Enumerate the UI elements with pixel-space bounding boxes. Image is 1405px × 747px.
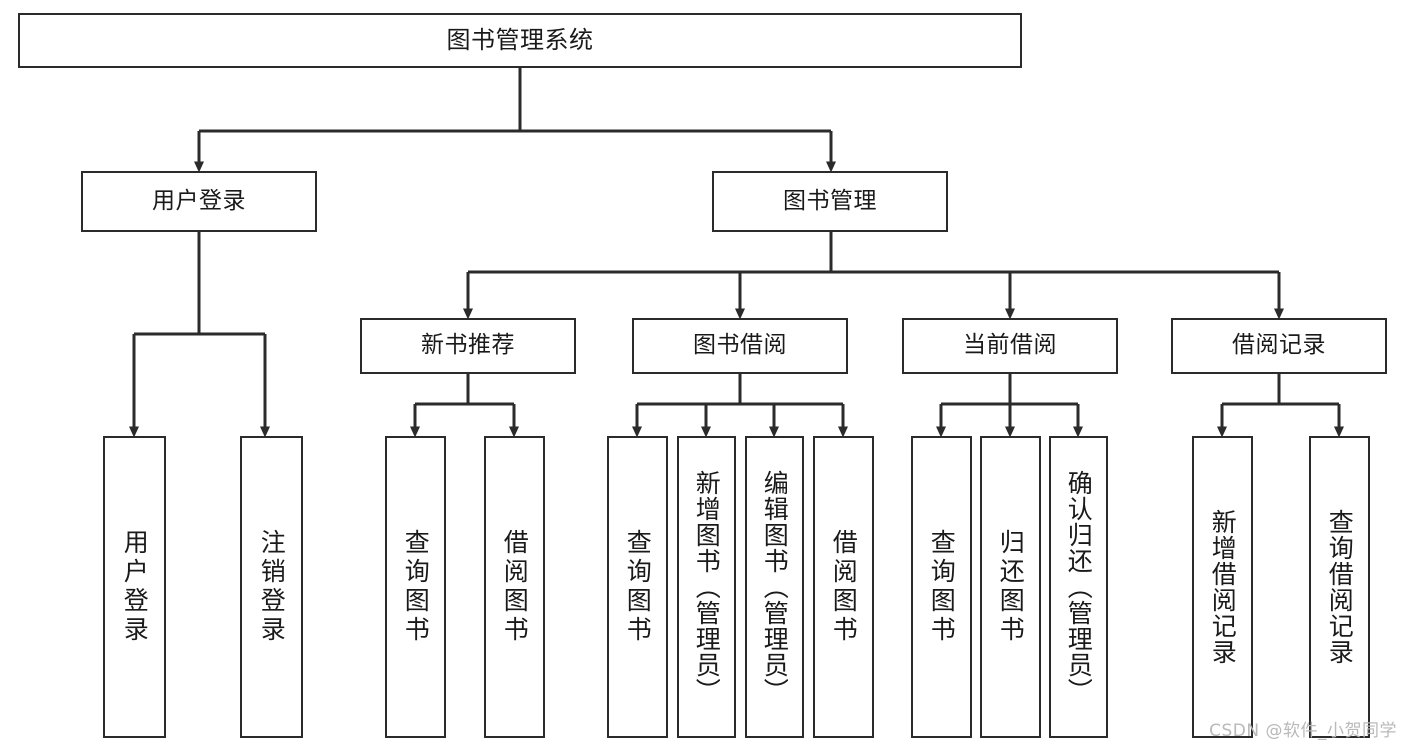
leaf-current-borrow-query[interactable]: 查询图书 bbox=[911, 436, 972, 738]
node-label: 用户登录 bbox=[152, 187, 246, 214]
node-label: 查询图书 bbox=[927, 529, 957, 645]
node-label: 查询借阅记录 bbox=[1325, 509, 1355, 665]
leaf-current-borrow-confirm[interactable]: 确认归还（管理员） bbox=[1049, 436, 1108, 738]
node-label: 查询图书 bbox=[401, 529, 431, 645]
node-label: 新增图书（管理员） bbox=[692, 470, 722, 704]
node-label: 归还图书 bbox=[996, 529, 1026, 645]
node-label: 确认归还（管理员） bbox=[1064, 470, 1094, 704]
node-label: 编辑图书（管理员） bbox=[760, 470, 790, 704]
node-borrow-record[interactable]: 借阅记录 bbox=[1171, 318, 1387, 374]
node-label: 查询图书 bbox=[623, 529, 653, 645]
node-label: 图书管理 bbox=[783, 187, 877, 214]
node-current-borrow[interactable]: 当前借阅 bbox=[902, 318, 1118, 374]
node-label: 当前借阅 bbox=[963, 332, 1057, 359]
leaf-user-login-login[interactable]: 用户登录 bbox=[103, 436, 166, 738]
watermark-text: CSDN @软件_小贺同学 bbox=[1209, 721, 1397, 741]
node-user-login[interactable]: 用户登录 bbox=[81, 171, 317, 232]
node-book-borrow[interactable]: 图书借阅 bbox=[632, 318, 848, 374]
leaf-borrow-record-add[interactable]: 新增借阅记录 bbox=[1192, 436, 1253, 738]
node-label: 注销登录 bbox=[257, 529, 287, 645]
node-label: 借阅记录 bbox=[1232, 332, 1326, 359]
node-root-system[interactable]: 图书管理系统 bbox=[18, 13, 1022, 68]
leaf-current-borrow-return[interactable]: 归还图书 bbox=[980, 436, 1041, 738]
leaf-borrow-record-query[interactable]: 查询借阅记录 bbox=[1309, 436, 1370, 738]
leaf-book-borrow-query[interactable]: 查询图书 bbox=[607, 436, 668, 738]
node-label: 新增借阅记录 bbox=[1208, 509, 1238, 665]
leaf-new-book-borrow[interactable]: 借阅图书 bbox=[484, 436, 545, 738]
node-label: 借阅图书 bbox=[829, 529, 859, 645]
leaf-book-borrow-edit[interactable]: 编辑图书（管理员） bbox=[745, 436, 804, 738]
node-label: 用户登录 bbox=[120, 529, 150, 645]
node-label: 图书管理系统 bbox=[446, 26, 594, 55]
leaf-book-borrow-add[interactable]: 新增图书（管理员） bbox=[677, 436, 736, 738]
node-label: 新书推荐 bbox=[421, 332, 515, 359]
leaf-user-login-logout[interactable]: 注销登录 bbox=[240, 436, 303, 738]
node-book-management[interactable]: 图书管理 bbox=[712, 171, 948, 232]
leaf-new-book-query[interactable]: 查询图书 bbox=[385, 436, 446, 738]
node-label: 借阅图书 bbox=[500, 529, 530, 645]
leaf-book-borrow-borrow[interactable]: 借阅图书 bbox=[813, 436, 874, 738]
node-label: 图书借阅 bbox=[693, 332, 787, 359]
node-new-book-recommend[interactable]: 新书推荐 bbox=[360, 318, 576, 374]
